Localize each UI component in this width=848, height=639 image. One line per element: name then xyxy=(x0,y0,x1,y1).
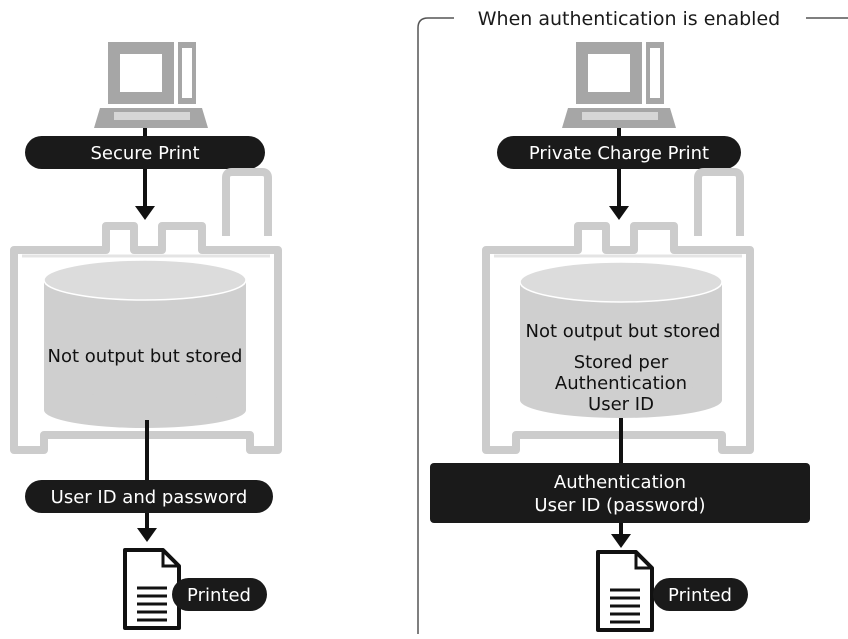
printed-label-pill xyxy=(172,578,267,611)
private-charge-print-label-pill xyxy=(497,136,741,169)
secure-print-label: Secure Print xyxy=(90,143,199,164)
computer-icon xyxy=(562,42,676,128)
printed-document-icon xyxy=(123,548,181,630)
storage-drum-icon xyxy=(519,261,723,418)
authentication-label-line-2: User ID (password) xyxy=(534,495,705,516)
private-charge-print-label: Private Charge Print xyxy=(529,143,709,164)
printed-label: Printed xyxy=(668,585,732,606)
storage-label: Not output but stored xyxy=(526,321,721,342)
release-label: User ID and password xyxy=(51,487,248,508)
printed-document-icon xyxy=(596,550,654,632)
panel-heading: When authentication is enabled xyxy=(478,8,780,30)
storage-detail-line-1: Stored per xyxy=(574,352,669,373)
storage-detail-line-2: Authentication xyxy=(555,373,687,394)
computer-icon xyxy=(94,42,208,128)
secure-print-label-pill xyxy=(25,136,265,169)
left-panel: Secure Print Not output but stored User … xyxy=(14,42,278,630)
storage-detail-line-3: User ID xyxy=(588,394,654,415)
authentication-label-box xyxy=(430,463,810,523)
storage-label: Not output but stored xyxy=(48,346,243,367)
printed-label-pill xyxy=(653,578,748,611)
panel-bracket xyxy=(417,17,454,634)
authentication-label-line-1: Authentication xyxy=(554,472,686,493)
release-label-pill xyxy=(25,480,273,513)
storage-drum-icon xyxy=(43,259,247,428)
printed-label: Printed xyxy=(187,585,251,606)
right-panel: When authentication is enabled Private C… xyxy=(417,8,848,634)
